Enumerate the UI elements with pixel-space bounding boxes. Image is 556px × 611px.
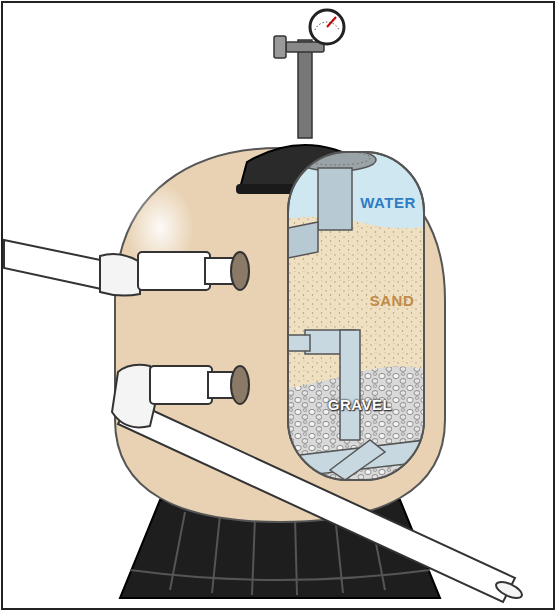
pipes — [4, 240, 524, 602]
cutaway — [280, 149, 430, 480]
sand-label: SAND — [370, 292, 415, 309]
gravel-label: GRAVEL — [328, 396, 392, 413]
water-label: WATER — [360, 194, 416, 211]
tank-body — [115, 148, 445, 522]
